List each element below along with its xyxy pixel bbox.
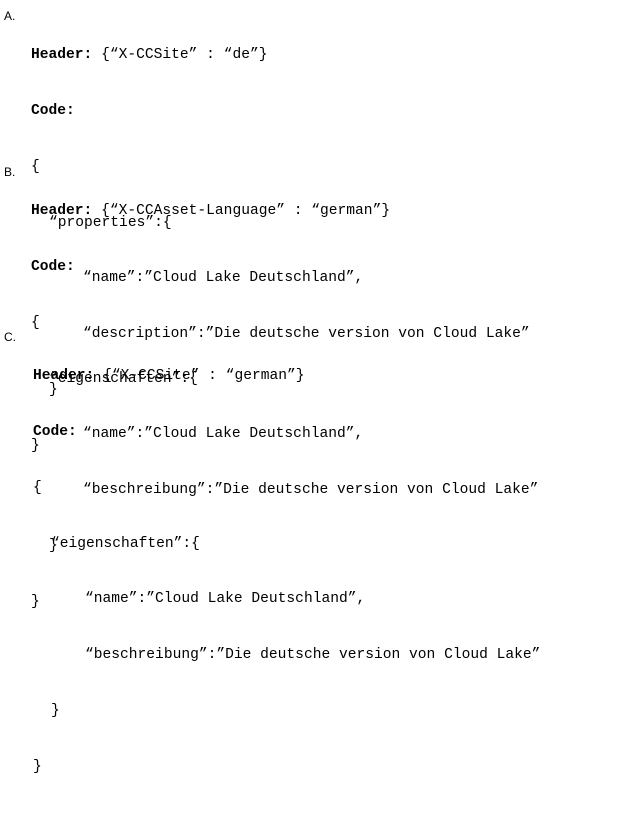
code-label: Code: [33,423,77,440]
header-line: Header: {“X-CCSite” : “de”} [31,46,530,65]
object-open-line: “eigenschaften”:{ [51,535,200,552]
description-line: “description”:”Die deutsche version von … [83,326,530,343]
code-block: Header: {“X-CCSite” : “de”} Code: { “pro… [31,9,530,492]
object-open-line: “eigenschaften”:{ [49,370,198,387]
header-value: {“X-CCSite” : “german”} [103,368,305,385]
object-open-line: “properties”:{ [49,214,172,231]
header-line: Header: {“X-CCAsset-Language” : “german”… [31,202,538,221]
header-line: Header: {“X-CCSite” : “german”} [33,367,540,386]
close-brace: } [33,758,42,775]
object-close-line: } [51,702,60,719]
option-letter: B. [4,165,16,179]
name-line: “name”:”Cloud Lake Deutschland”, [83,426,364,443]
header-label: Header: [31,47,93,64]
name-line: “name”:”Cloud Lake Deutschland”, [85,591,366,608]
code-label: Code: [31,258,75,275]
close-brace: } [31,437,40,454]
option-letter: C. [4,330,16,344]
header-label: Header: [31,203,93,220]
header-value: {“X-CCAsset-Language” : “german”} [101,203,391,220]
open-brace: { [31,158,40,175]
open-brace: { [33,479,42,496]
header-label: Header: [33,368,95,385]
name-line: “name”:”Cloud Lake Deutschland”, [83,270,364,287]
code-label: Code: [31,102,75,119]
open-brace: { [31,314,40,331]
description-line: “beschreibung”:”Die deutsche version von… [85,647,541,664]
option-letter: A. [4,9,16,23]
code-block: Header: {“X-CCSite” : “german”} Code: { … [33,330,540,813]
object-close-line: } [49,381,58,398]
header-value: {“X-CCSite” : “de”} [101,47,268,64]
